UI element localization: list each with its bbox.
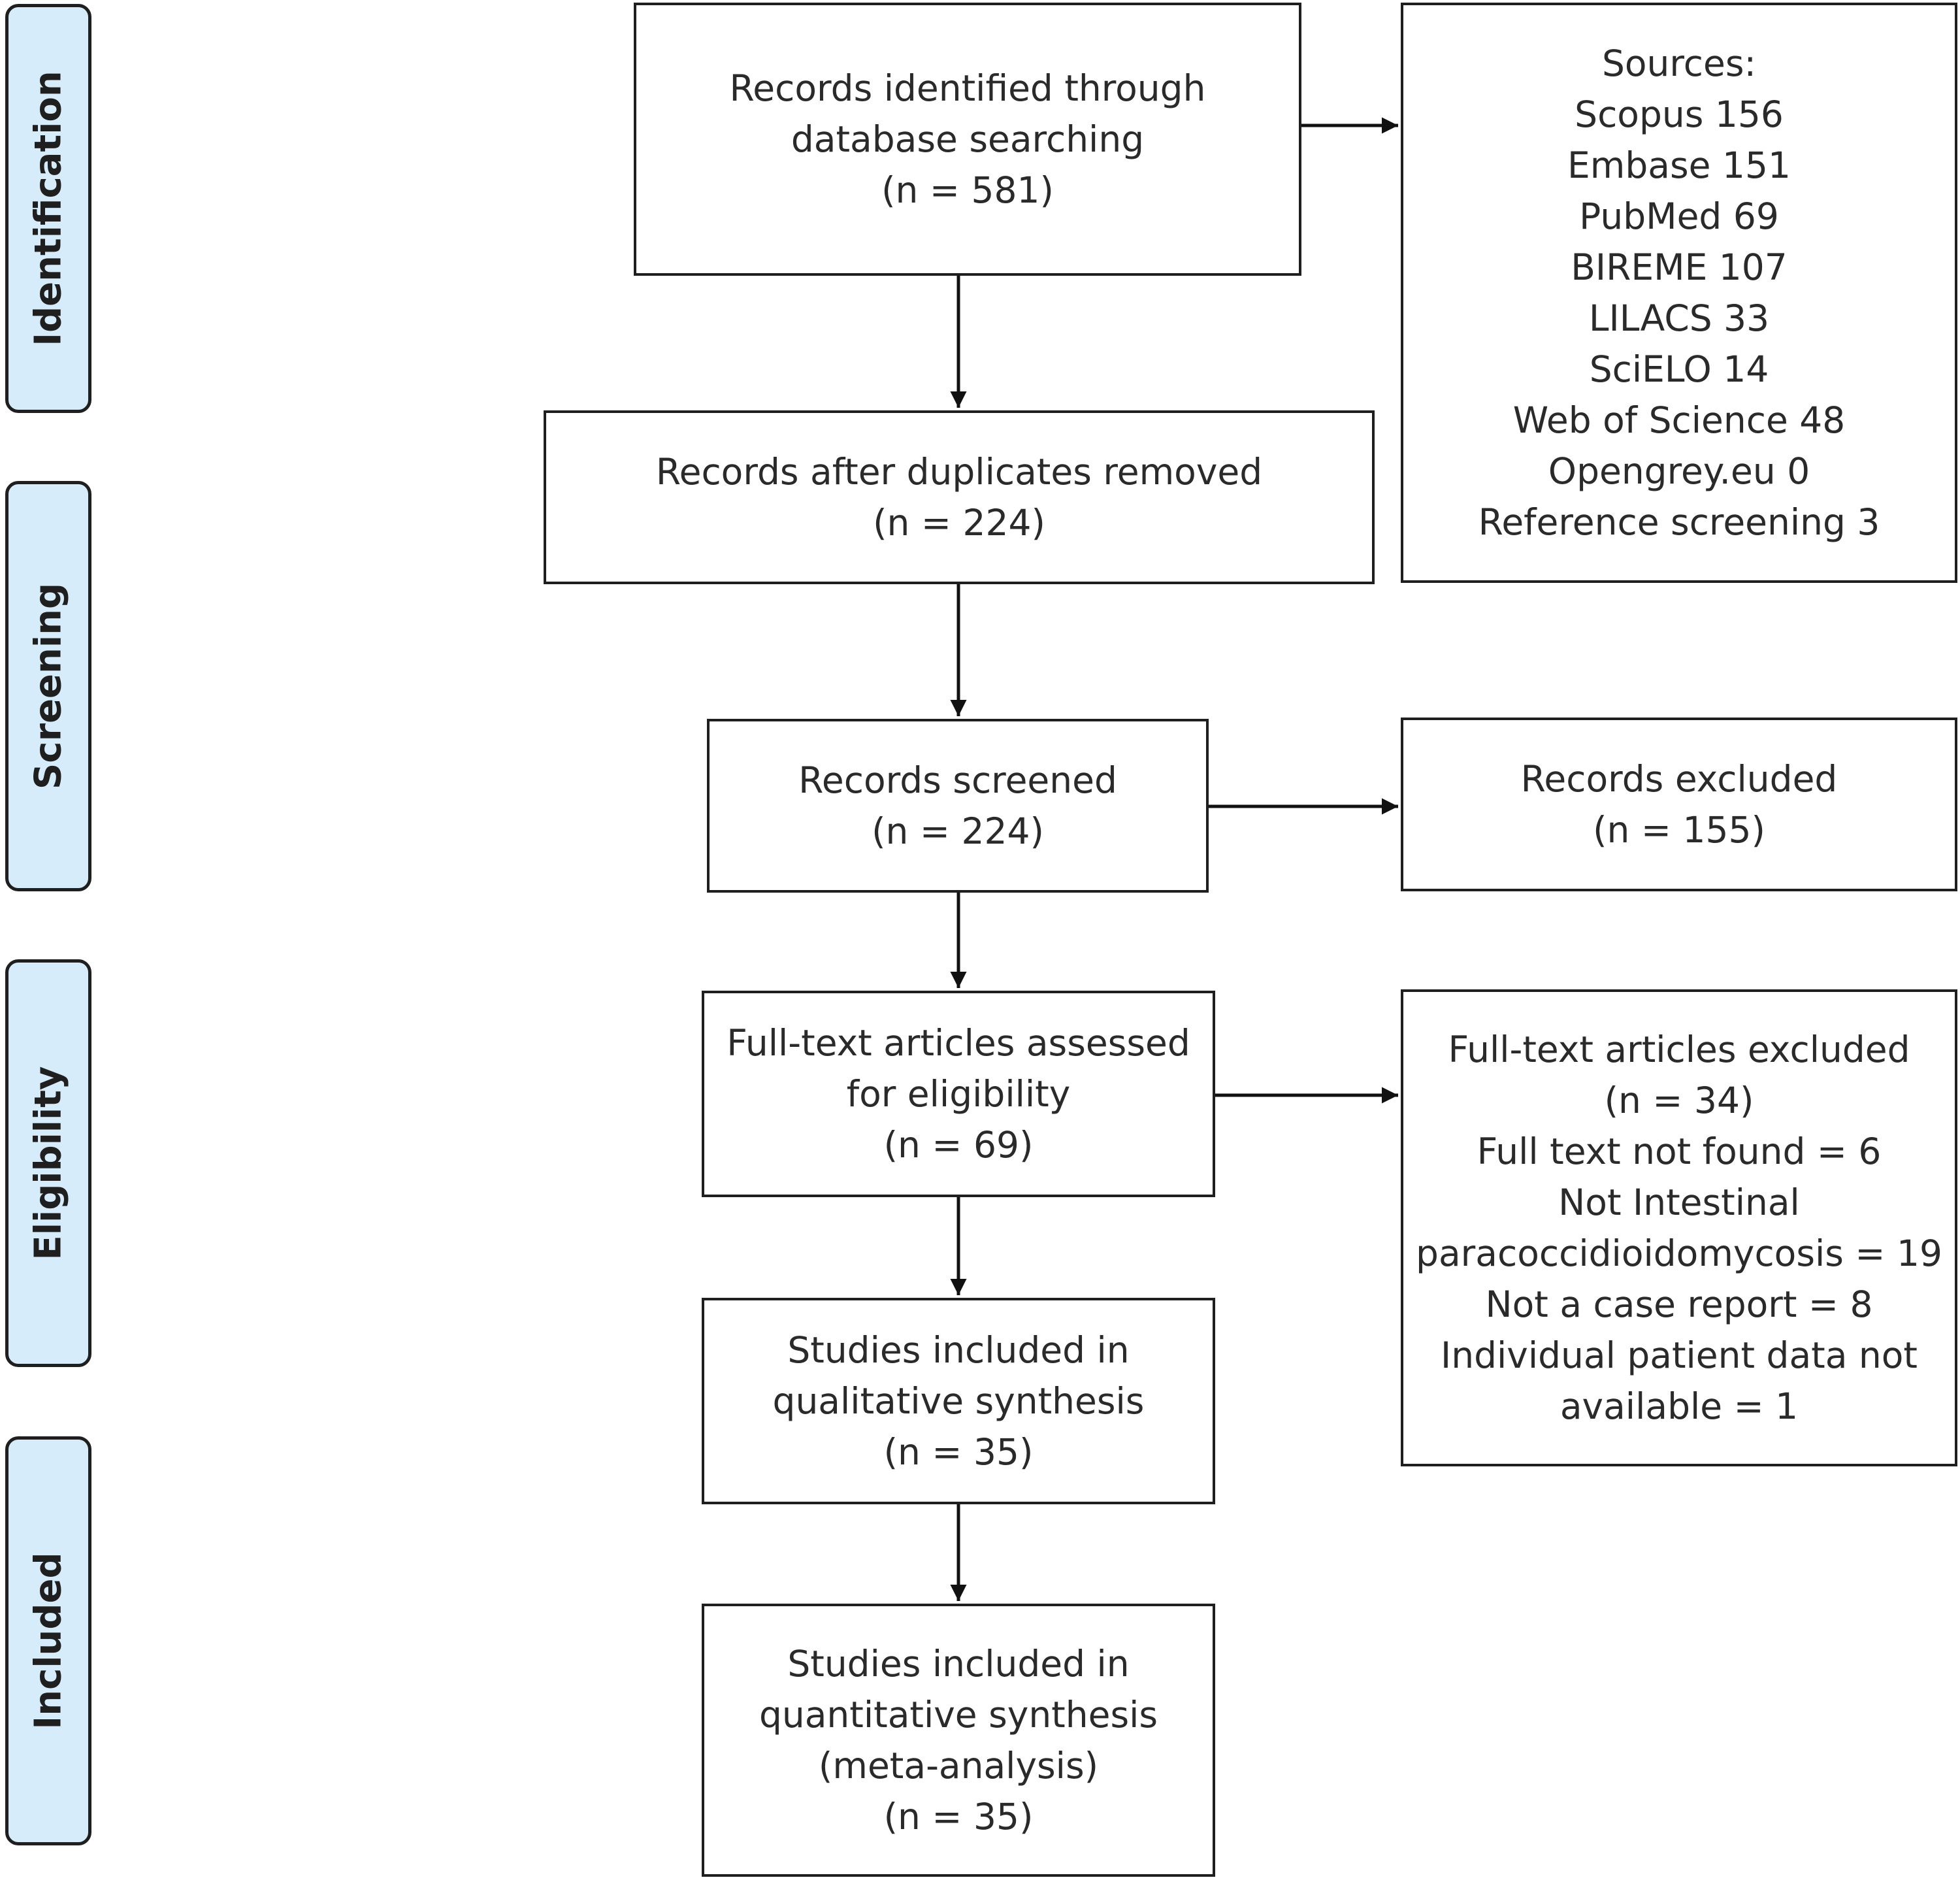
quantitative-synthesis-box: Studies included in quantitative synthes… [702,1604,1215,1877]
qualitative-synthesis-box: Studies included in qualitative synthesi… [702,1298,1215,1504]
box-line: (n = 35) [883,1431,1034,1473]
records-screened-box: Records screened (n = 224) [707,719,1209,893]
records-after-duplicates-box: Records after duplicates removed (n = 22… [544,410,1375,584]
box-line: (n = 34) [1604,1080,1754,1121]
box-line: SciELO 14 [1589,348,1769,390]
box-line: Full-text articles assessed [727,1022,1190,1064]
box-line: available = 1 [1560,1385,1799,1427]
box-line: Sources: [1601,42,1757,84]
box-line: Studies included in [787,1643,1130,1685]
box-line: quantitative synthesis [759,1694,1158,1736]
box-line: Studies included in [787,1329,1130,1371]
box-line: for eligibility [846,1073,1071,1115]
phase-identification: Identification [5,4,91,413]
box-line: PubMed 69 [1579,195,1779,237]
records-excluded-box: Records excluded (n = 155) [1401,718,1957,891]
box-line: (n = 581) [881,169,1054,211]
box-line: Records excluded [1520,758,1838,800]
box-line: Not a case report = 8 [1485,1283,1873,1325]
box-line: Web of Science 48 [1512,399,1846,441]
box-line: (n = 69) [883,1124,1034,1166]
box-line: (meta-analysis) [818,1745,1099,1787]
box-line: BIREME 107 [1571,246,1788,288]
box-line: Individual patient data not [1441,1334,1918,1376]
fulltext-assessed-box: Full-text articles assessed for eligibil… [702,991,1215,1197]
box-line: Records after duplicates removed [655,451,1263,493]
box-line: Opengrey.eu 0 [1548,450,1810,492]
box-line: Full-text articles excluded [1448,1029,1910,1070]
box-line: (n = 224) [872,810,1044,852]
phase-eligibility: Eligibility [5,959,91,1367]
box-line: Embase 151 [1567,144,1791,186]
fulltext-excluded-box: Full-text articles excluded (n = 34) Ful… [1401,989,1957,1466]
box-line: (n = 224) [873,502,1045,544]
box-line: (n = 155) [1593,809,1765,851]
box-line: Records screened [798,759,1117,801]
box-line: LILACS 33 [1588,297,1770,339]
box-line: (n = 35) [883,1796,1034,1838]
box-line: qualitative synthesis [772,1380,1145,1422]
box-line: Reference screening 3 [1478,501,1880,543]
phase-screening: Screening [5,481,91,891]
box-line: database searching [791,118,1145,160]
box-line: paracoccidioidomycosis = 19 [1416,1232,1942,1274]
box-line: Not Intestinal [1558,1181,1800,1223]
box-line: Full text not found = 6 [1477,1131,1882,1172]
box-line: Scopus 156 [1575,93,1784,135]
records-identified-box: Records identified through database sear… [634,3,1301,276]
box-line: Records identified through [729,67,1206,109]
sources-box: Sources: Scopus 156 Embase 151 PubMed 69… [1401,3,1957,583]
phase-included: Included [5,1436,91,1845]
